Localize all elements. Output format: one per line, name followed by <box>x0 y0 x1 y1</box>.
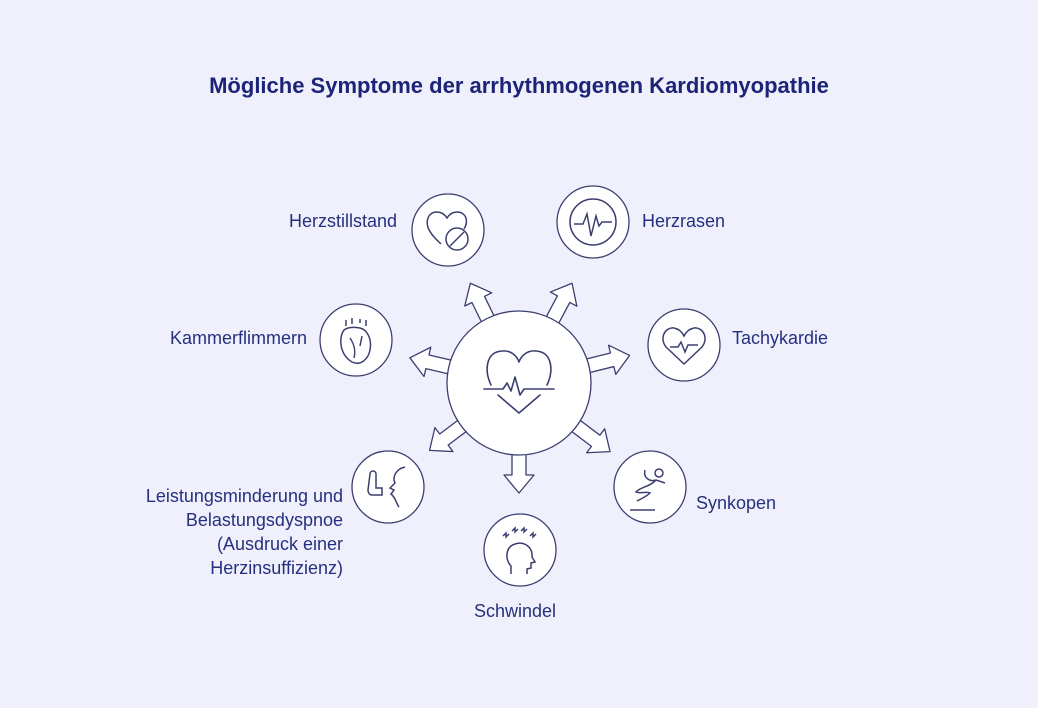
label-herzrasen: Herzrasen <box>642 211 726 231</box>
symptom-circle-herzrasen <box>556 185 630 259</box>
falling-person-icon <box>630 468 666 511</box>
center-circle <box>446 310 592 456</box>
label-kammerflimmern: Kammerflimmern <box>169 328 307 348</box>
label-line: Herzinsuffizienz) <box>210 558 343 578</box>
dizzy-head-icon <box>502 526 537 574</box>
symptom-circle-schwindel <box>483 513 557 587</box>
symptom-circle-kammerflimmern <box>319 303 393 377</box>
label-line: Belastungsdyspnoe <box>185 510 343 530</box>
label-tachykardie: Tachykardie <box>732 328 829 348</box>
label-line: Leistungsminderung und <box>145 486 343 506</box>
label-leistungsminderung: Leistungsminderung und Belastungsdyspnoe… <box>146 484 343 580</box>
heart-ecg-icon <box>483 350 555 414</box>
symptom-circle-leistungsminderung <box>351 450 425 524</box>
symptom-circle-tachykardie <box>647 308 721 382</box>
ecg-pulse-icon <box>569 198 617 246</box>
label-herzstillstand: Herzstillstand <box>288 211 397 231</box>
heart-pulse-icon <box>662 327 706 366</box>
label-schwindel: Schwindel <box>474 601 557 621</box>
anatomical-heart-icon <box>339 318 372 364</box>
label-line: (Ausdruck einer <box>216 534 343 554</box>
heart-blocked-icon <box>426 211 469 251</box>
inhaler-breath-icon <box>367 466 406 508</box>
page-title: Mögliche Symptome der arrhythmogenen Kar… <box>209 73 829 98</box>
symptom-circle-herzstillstand <box>411 193 485 267</box>
symptom-circle-synkopen <box>613 450 687 524</box>
label-synkopen: Synkopen <box>696 493 777 513</box>
